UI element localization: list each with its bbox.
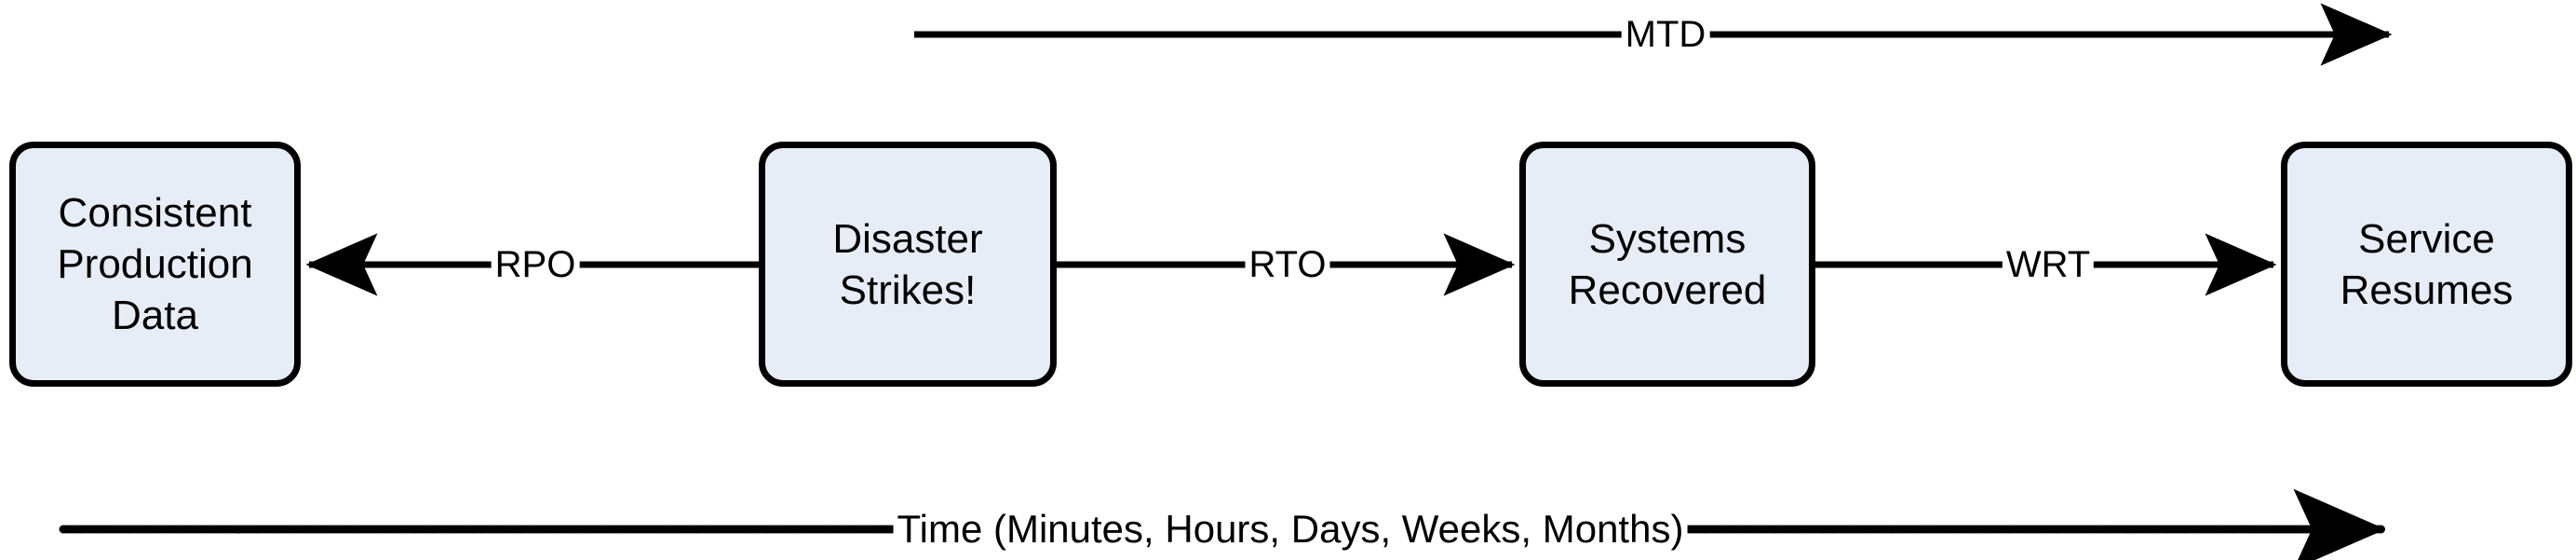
node-label-systems-recovered: Systems Recovered [1568, 215, 1767, 313]
edge-label-wrt: WRT [2002, 244, 2095, 285]
edge-label-rpo: RPO [491, 244, 580, 285]
node-disaster-strikes[interactable]: Disaster Strikes! [759, 142, 1057, 387]
node-consistent-production-data[interactable]: Consistent Production Data [9, 142, 301, 387]
edge-label-rto: RTO [1245, 244, 1330, 285]
node-systems-recovered[interactable]: Systems Recovered [1519, 142, 1815, 387]
edge-label-mtd: MTD [1621, 14, 1710, 55]
node-label-consistent-production-data: Consistent Production Data [57, 190, 253, 338]
node-label-disaster-strikes: Disaster Strikes! [832, 215, 983, 313]
time-axis-label: Time (Minutes, Hours, Days, Weeks, Month… [893, 508, 1688, 551]
node-service-resumes[interactable]: Service Resumes [2281, 142, 2572, 387]
node-label-service-resumes: Service Resumes [2340, 215, 2514, 313]
